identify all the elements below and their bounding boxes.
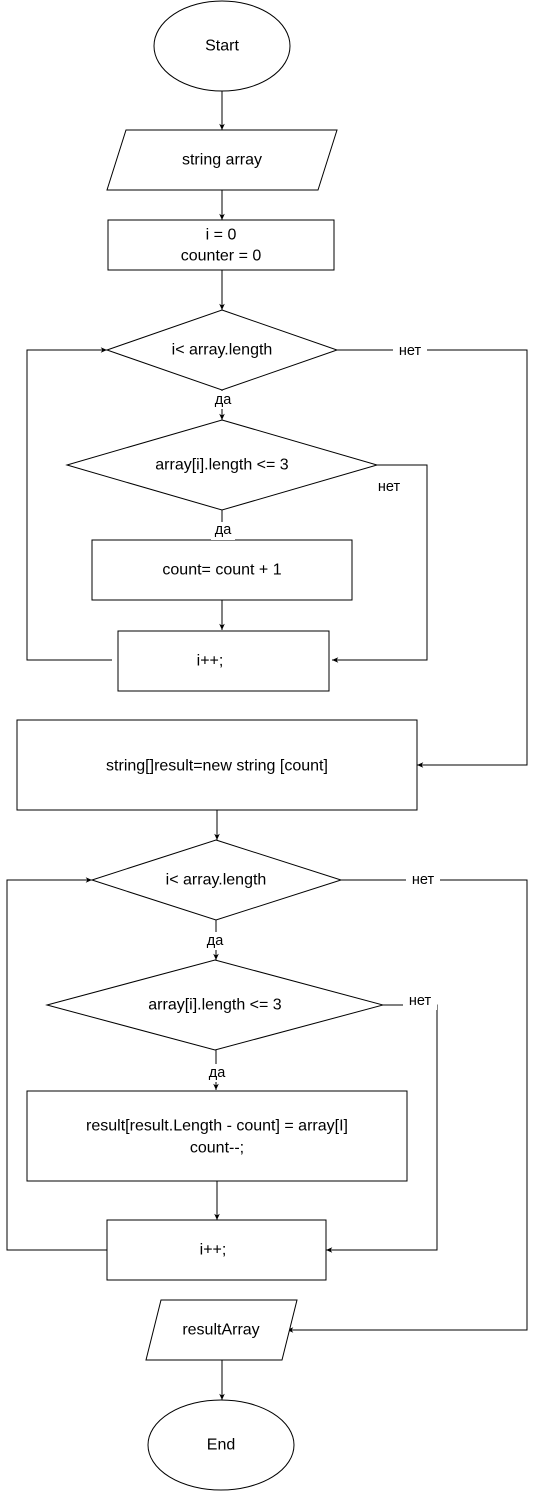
loop1-increment-node: i++; [117, 630, 330, 692]
edge-inc1-loop-back [26, 347, 112, 661]
check1-decision: array[i].length <= 3 [65, 419, 379, 511]
output-node: resultArray [145, 1299, 298, 1361]
edge-loop1-no [337, 349, 528, 768]
input-array-label: string array [182, 152, 262, 169]
check2-decision: array[i].length <= 3 [45, 959, 385, 1051]
check2-condition-label: array[i].length <= 3 [148, 997, 282, 1014]
create-result-node: string[]result=new string [count] [16, 719, 418, 811]
loop1-increment-label: i++; [197, 653, 224, 670]
loop1-no-label: нет [399, 343, 422, 359]
check1-yes-label: да [215, 522, 232, 538]
assign-result-node: result[result.Length - count] = array[I]… [26, 1090, 408, 1182]
loop1-decision: i< array.length [105, 309, 339, 391]
init-label-line1: i = 0 [206, 227, 237, 244]
start-label: Start [205, 38, 239, 55]
check1-no-label: нет [378, 479, 401, 495]
init-label-line2: counter = 0 [181, 248, 262, 265]
loop2-increment-node: i++; [106, 1219, 327, 1281]
check1-condition-label: array[i].length <= 3 [155, 457, 289, 474]
input-array-node: string array [106, 129, 338, 191]
create-result-label: string[]result=new string [count] [106, 758, 328, 775]
loop2-condition-label: i< array.length [166, 872, 267, 889]
loop2-yes-label: да [207, 933, 224, 949]
end-label: End [207, 1437, 235, 1454]
check2-yes-label: да [209, 1065, 226, 1081]
edge-labels: да нет да нет да нет да нет [204, 342, 440, 1082]
assign-result-label-line1: result[result.Length - count] = array[I] [86, 1118, 348, 1135]
loop1-condition-label: i< array.length [172, 342, 273, 359]
loop2-decision: i< array.length [90, 839, 343, 921]
init-node: i = 0 counter = 0 [107, 219, 335, 271]
edge-check1-no [332, 464, 428, 663]
count-increment-label: count= count + 1 [162, 562, 281, 579]
end-node: End [147, 1399, 295, 1491]
count-increment-node: count= count + 1 [91, 539, 353, 601]
check2-no-label: нет [409, 993, 432, 1009]
loop2-no-label: нет [412, 872, 435, 888]
edge-inc2-loop-back [6, 877, 107, 1251]
output-label: resultArray [182, 1322, 259, 1339]
loop1-yes-label: да [215, 392, 232, 408]
loop2-increment-label: i++; [200, 1242, 227, 1259]
start-node: Start [153, 0, 291, 92]
assign-result-label-line2: count--; [190, 1140, 244, 1157]
